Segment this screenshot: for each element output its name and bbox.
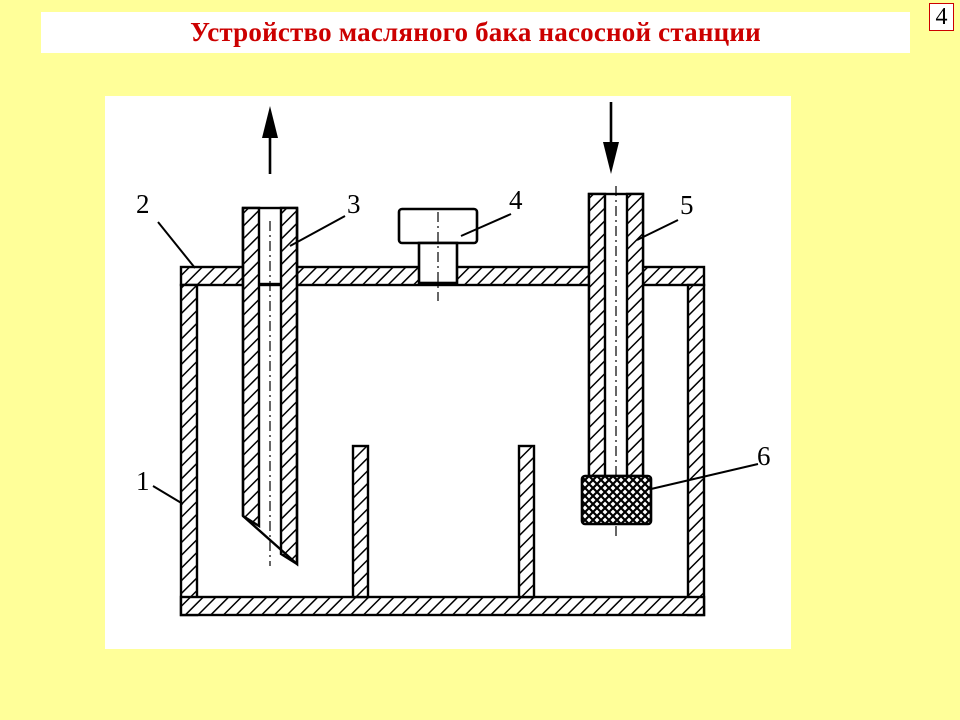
callout-1: 1 [136, 466, 150, 496]
leader-2 [157, 221, 196, 269]
callout-4: 4 [509, 185, 523, 215]
callout-2: 2 [136, 189, 150, 219]
callout-6: 6 [757, 441, 771, 471]
slide-title: Устройство масляного бака насосной станц… [190, 17, 761, 47]
tank-diagram-svg: 1 2 3 4 5 6 [136, 102, 771, 617]
baffle-right [517, 444, 536, 599]
tank-body [179, 265, 706, 617]
tank-diagram: 1 2 3 4 5 6 [105, 96, 791, 649]
tank-bottom [179, 595, 706, 617]
title-band: Устройство масляного бака насосной станц… [41, 12, 910, 53]
page-number: 4 [935, 3, 948, 30]
leader-5 [636, 219, 679, 241]
filler-cap [397, 207, 479, 301]
tank-left-wall [179, 283, 199, 617]
baffle-left [351, 444, 370, 599]
leader-6 [650, 463, 759, 490]
outflow-arrow [262, 106, 278, 174]
leader-4 [460, 213, 512, 237]
leader-1 [152, 485, 184, 505]
inflow-arrow [603, 102, 619, 174]
callout-5: 5 [680, 190, 694, 220]
callout-3: 3 [347, 189, 361, 219]
page-number-box: 4 [929, 3, 954, 31]
leader-lines [152, 213, 759, 505]
return-pipe [587, 186, 645, 538]
tank-right-wall [686, 283, 706, 617]
leader-3 [289, 215, 346, 247]
suction-pipe [241, 206, 299, 567]
filter-element [580, 474, 653, 526]
